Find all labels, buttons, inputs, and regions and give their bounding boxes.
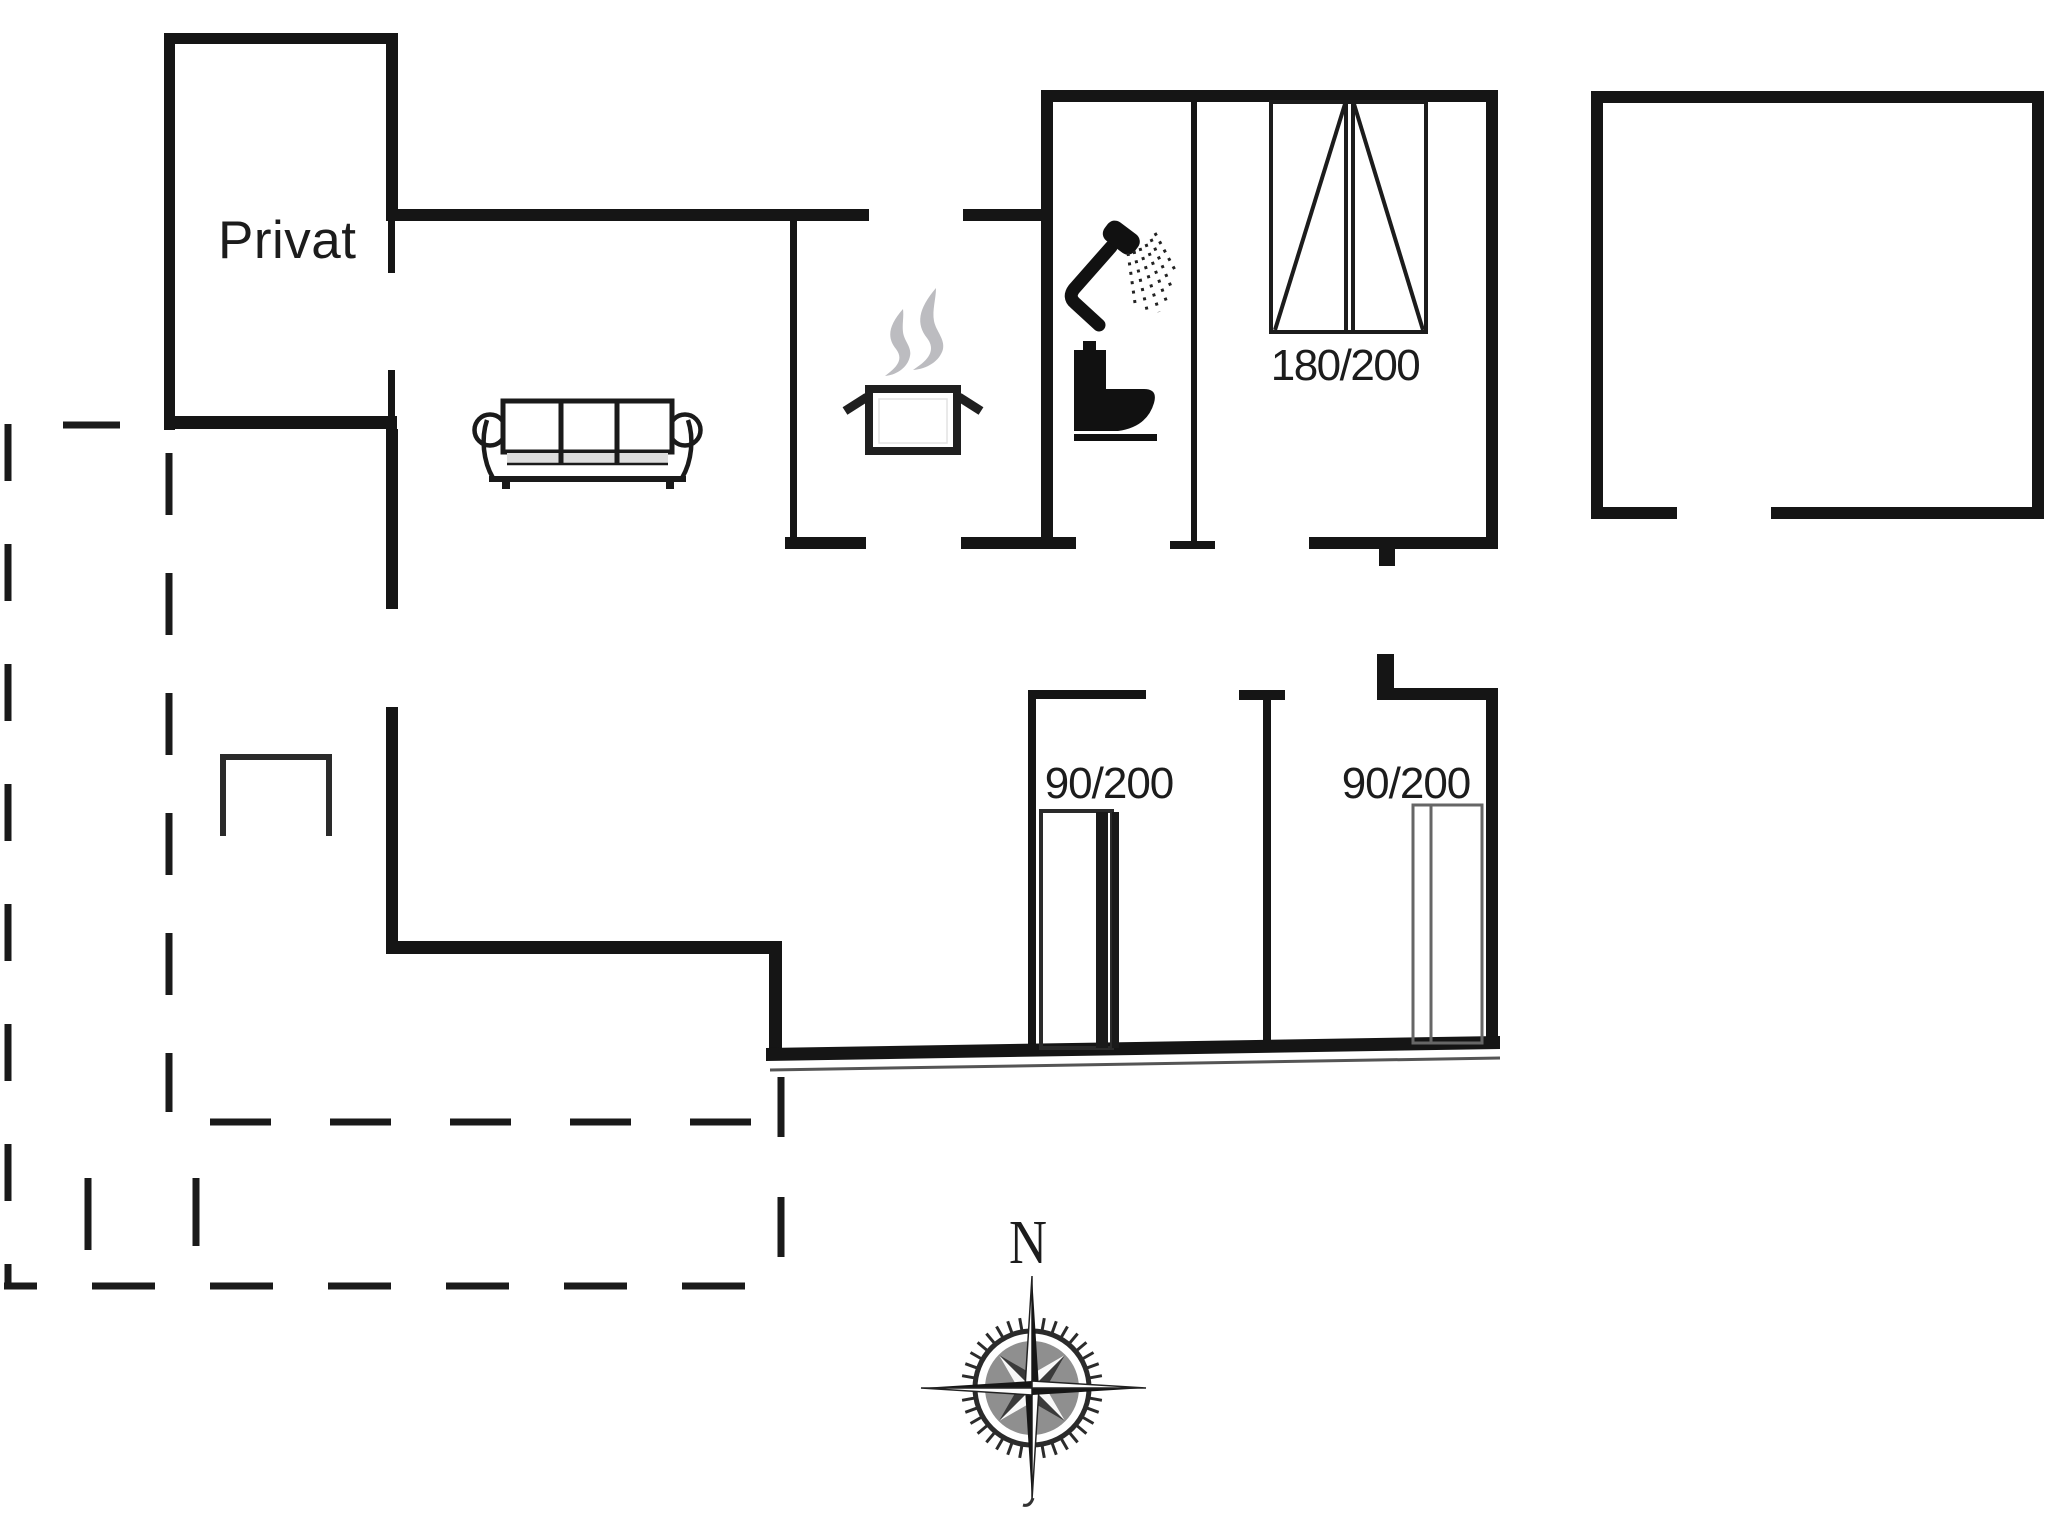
svg-text:180/200: 180/200 — [1271, 341, 1420, 390]
svg-text:90/200: 90/200 — [1342, 759, 1471, 808]
svg-text:Privat: Privat — [218, 211, 356, 270]
svg-text:N: N — [1009, 1209, 1047, 1277]
svg-text:90/200: 90/200 — [1045, 759, 1174, 808]
